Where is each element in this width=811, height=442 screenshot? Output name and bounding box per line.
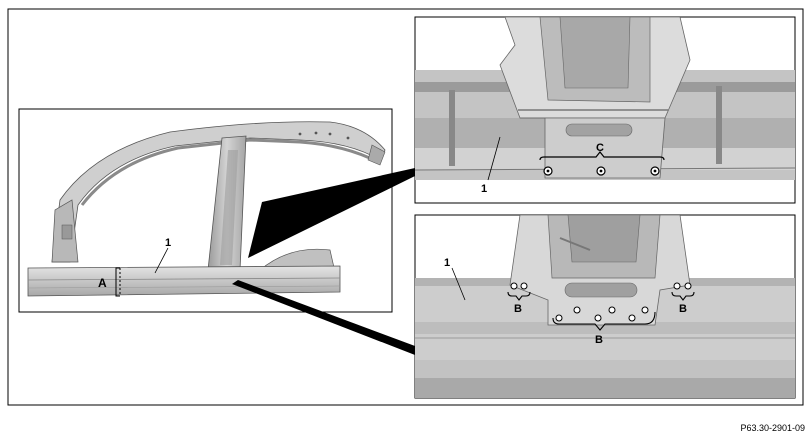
body-side-illustration	[27, 121, 386, 297]
section-label-a: A	[98, 276, 107, 290]
overview-panel: A 1	[18, 108, 393, 313]
weld-point	[520, 282, 528, 290]
weld-point	[596, 166, 606, 176]
detail-bottom-panel: B B B 1	[414, 214, 796, 399]
overview-part-label: 1	[165, 237, 171, 249]
figure-reference-code: P63.30-2901-09	[740, 423, 805, 433]
weld-point	[608, 306, 616, 314]
detail-top-part-label: 1	[481, 183, 487, 195]
weld-point	[555, 314, 563, 322]
weld-group-b-left-label: B	[514, 303, 522, 315]
detail-top-panel: C 1	[414, 16, 796, 204]
weld-point	[543, 166, 553, 176]
weld-bracket-b-center	[552, 311, 656, 331]
callout-leader-top	[248, 168, 415, 258]
detail-bottom-part-label: 1	[444, 257, 450, 269]
section-bracket-a	[115, 267, 120, 297]
weld-group-c-label: C	[596, 142, 604, 154]
weld-point	[673, 282, 681, 290]
weld-point	[594, 314, 602, 322]
weld-point	[628, 314, 636, 322]
weld-point	[573, 306, 581, 314]
weld-point	[650, 166, 660, 176]
callout-leader-bottom	[232, 280, 415, 355]
weld-bracket-b-left	[507, 291, 531, 301]
weld-point	[510, 282, 518, 290]
weld-point	[641, 306, 649, 314]
weld-group-b-right-label: B	[679, 303, 687, 315]
weld-bracket-b-right	[671, 291, 695, 301]
weld-point	[684, 282, 692, 290]
weld-group-b-center-label: B	[595, 334, 603, 346]
weld-bracket-c	[539, 151, 665, 161]
